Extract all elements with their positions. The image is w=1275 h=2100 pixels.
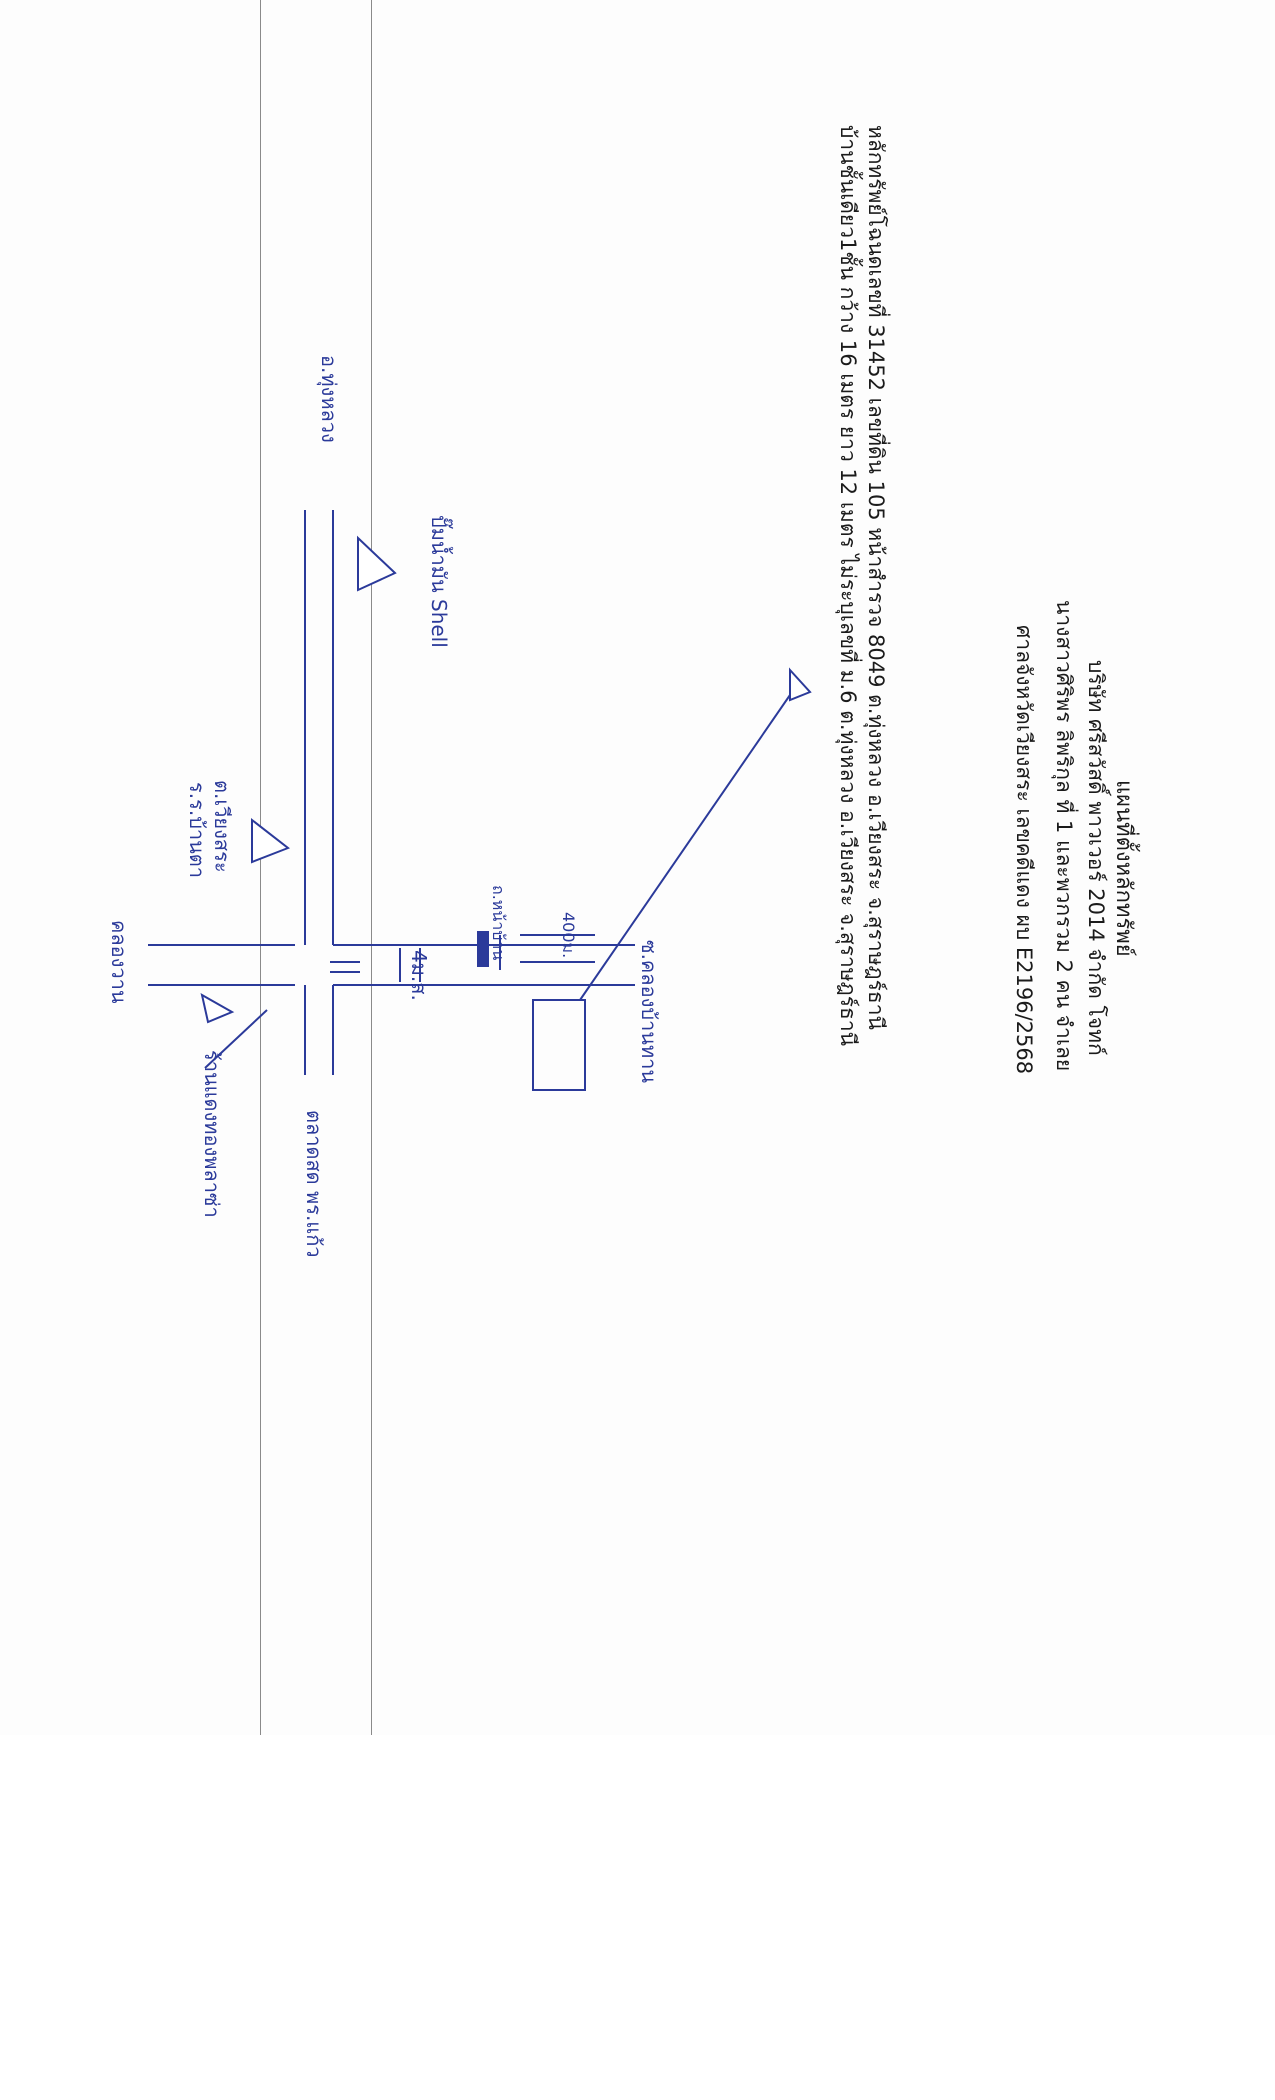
label-bottom-canal: คลองวาน [107, 920, 131, 1004]
pointer-line [579, 694, 791, 1001]
scan-area [0, 0, 1275, 1735]
label-temple: ร.ร.บ้านตา [185, 782, 209, 879]
hand-drawn-map [148, 510, 812, 1091]
margin-line-right [371, 0, 372, 1735]
house-plot [532, 999, 586, 1091]
label-road-khlong: ซ.คลองบ้านทาน [637, 940, 661, 1084]
pointer-arrow-top [789, 667, 812, 702]
label-distance-400: 400ม. [559, 912, 578, 959]
pointer-arrow-bottom [200, 993, 235, 1024]
shell-triangle [357, 535, 397, 592]
label-shell: ปั๊มน้ำมัน Shell [427, 515, 451, 648]
margin-line-left [260, 0, 261, 1735]
label-tunglaung: อ.ทุ่งหลวง [317, 355, 341, 443]
hatched-marker [477, 931, 489, 967]
label-shop: ร้านแดงทองพลาซ่า [200, 1050, 224, 1218]
pointer-line-bottom [204, 1009, 268, 1069]
label-market: ตลาดสด พร.แก้ว [302, 1110, 326, 1258]
label-road-small: ถ.หน้าบ้าน [489, 885, 508, 961]
label-width: 4ม.ส. [407, 950, 431, 1001]
school-triangle [251, 817, 291, 864]
